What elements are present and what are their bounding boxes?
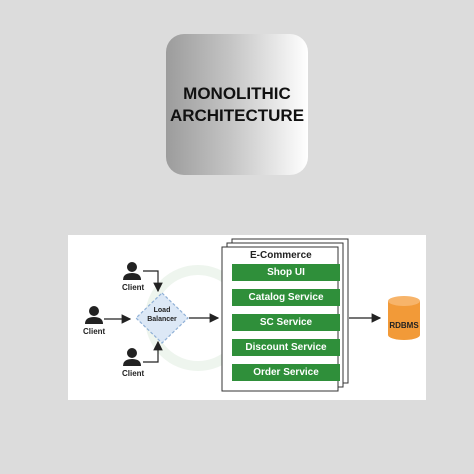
service-sc: SC Service bbox=[232, 314, 340, 331]
arrow-client-top-to-lb bbox=[143, 270, 163, 293]
service-shop-ui: Shop UI bbox=[232, 264, 340, 281]
page-title: MONOLITHIC ARCHITECTURE bbox=[170, 83, 304, 127]
service-order: Order Service bbox=[232, 364, 340, 381]
load-balancer-shape bbox=[135, 292, 189, 344]
service-discount: Discount Service bbox=[232, 339, 340, 356]
client-label-top: Client bbox=[122, 283, 145, 292]
database-label: RDBMS bbox=[389, 321, 419, 330]
app-title: E-Commerce bbox=[250, 250, 312, 261]
architecture-diagram: Client Client Client Load Balancer E-Com… bbox=[68, 235, 426, 400]
user-icon bbox=[123, 262, 141, 280]
user-icon bbox=[123, 348, 141, 366]
database-icon bbox=[388, 296, 420, 340]
load-balancer-label: Load Balancer bbox=[136, 306, 188, 324]
title-line-1: MONOLITHIC bbox=[183, 83, 291, 103]
title-card: MONOLITHIC ARCHITECTURE bbox=[166, 34, 308, 175]
user-icon bbox=[85, 306, 103, 324]
service-catalog: Catalog Service bbox=[232, 289, 340, 306]
arrow-client-bottom-to-lb bbox=[143, 340, 163, 363]
lb-line-2: Balancer bbox=[147, 316, 177, 323]
client-label-bottom: Client bbox=[122, 369, 145, 378]
client-label-left: Client bbox=[83, 327, 106, 336]
lb-line-1: Load bbox=[153, 307, 171, 314]
title-line-2: ARCHITECTURE bbox=[169, 105, 305, 125]
